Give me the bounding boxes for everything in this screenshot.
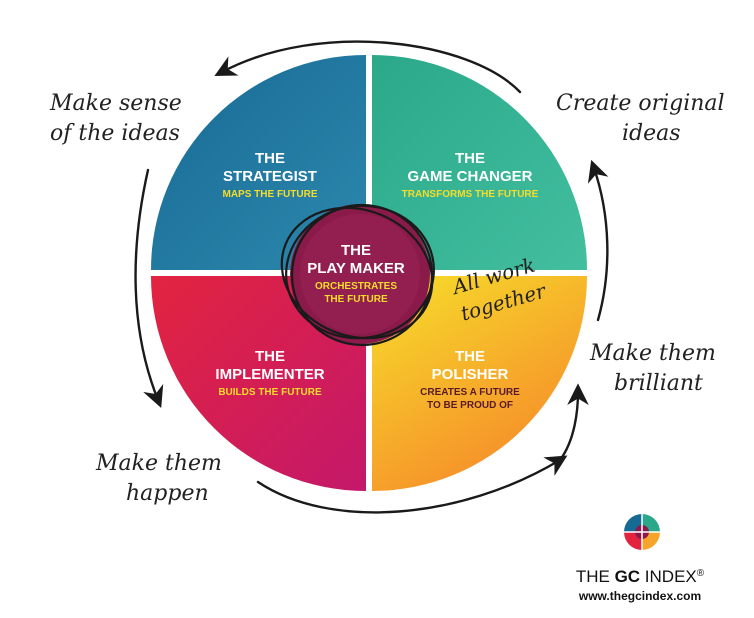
strategist-subtitle: MAPS THE FUTURE [223, 189, 318, 200]
logo-name-suffix: INDEX [640, 567, 697, 586]
logo-name: THE GC INDEX® [576, 567, 705, 586]
note-make-happen-2: happen [126, 481, 209, 506]
note-make-happen-1: Make them [95, 451, 222, 476]
logo-mark-icon [624, 514, 660, 550]
implementer-the: THE [255, 348, 285, 365]
strategist-title: STRATEGIST [223, 168, 317, 185]
arrow-right [587, 159, 609, 322]
polisher-subtitle-2: TO BE PROUD OF [427, 400, 513, 411]
arrow-bottom-right [558, 383, 589, 462]
arrow-left [134, 168, 164, 409]
polisher-subtitle-1: CREATES A FUTURE [420, 387, 520, 398]
play-maker-the: THE [341, 242, 371, 259]
quadrant-implementer [151, 276, 366, 491]
note-create-original-2: ideas [622, 121, 681, 146]
game-changer-subtitle: TRANSFORMS THE FUTURE [402, 189, 539, 200]
polisher-title: POLISHER [432, 366, 509, 383]
note-make-sense-1: Make sense [49, 91, 182, 116]
play-maker-subtitle-1: ORCHESTRATES [315, 281, 397, 292]
logo-registered: ® [697, 568, 705, 579]
play-maker-subtitle-2: THE FUTURE [324, 294, 388, 305]
gc-index-logo: THE GC INDEX® www.thegcindex.com [576, 514, 705, 603]
arrow-top [214, 40, 522, 94]
logo-name-bold: GC [615, 567, 641, 586]
note-make-brilliant-1: Make them [589, 341, 716, 366]
game-changer-the: THE [455, 150, 485, 167]
game-changer-title: GAME CHANGER [407, 168, 532, 185]
implementer-title: IMPLEMENTER [215, 366, 324, 383]
note-create-original-1: Create original [556, 91, 725, 116]
quadrant-game-changer [372, 55, 587, 270]
arrow-bottom [256, 455, 568, 514]
note-make-brilliant-2: brilliant [614, 371, 703, 396]
implementer-subtitle: BUILDS THE FUTURE [218, 387, 322, 398]
play-maker-title: PLAY MAKER [307, 260, 405, 277]
note-make-sense-2: of the ideas [50, 121, 180, 146]
logo-name-prefix: THE [576, 567, 615, 586]
strategist-the: THE [255, 150, 285, 167]
quadrant-polisher [372, 276, 587, 491]
polisher-the: THE [455, 348, 485, 365]
scribble-loop [280, 203, 435, 347]
play-maker-inner [300, 214, 420, 334]
logo-website: www.thegcindex.com [578, 589, 701, 603]
cycle-arrows [134, 40, 609, 514]
